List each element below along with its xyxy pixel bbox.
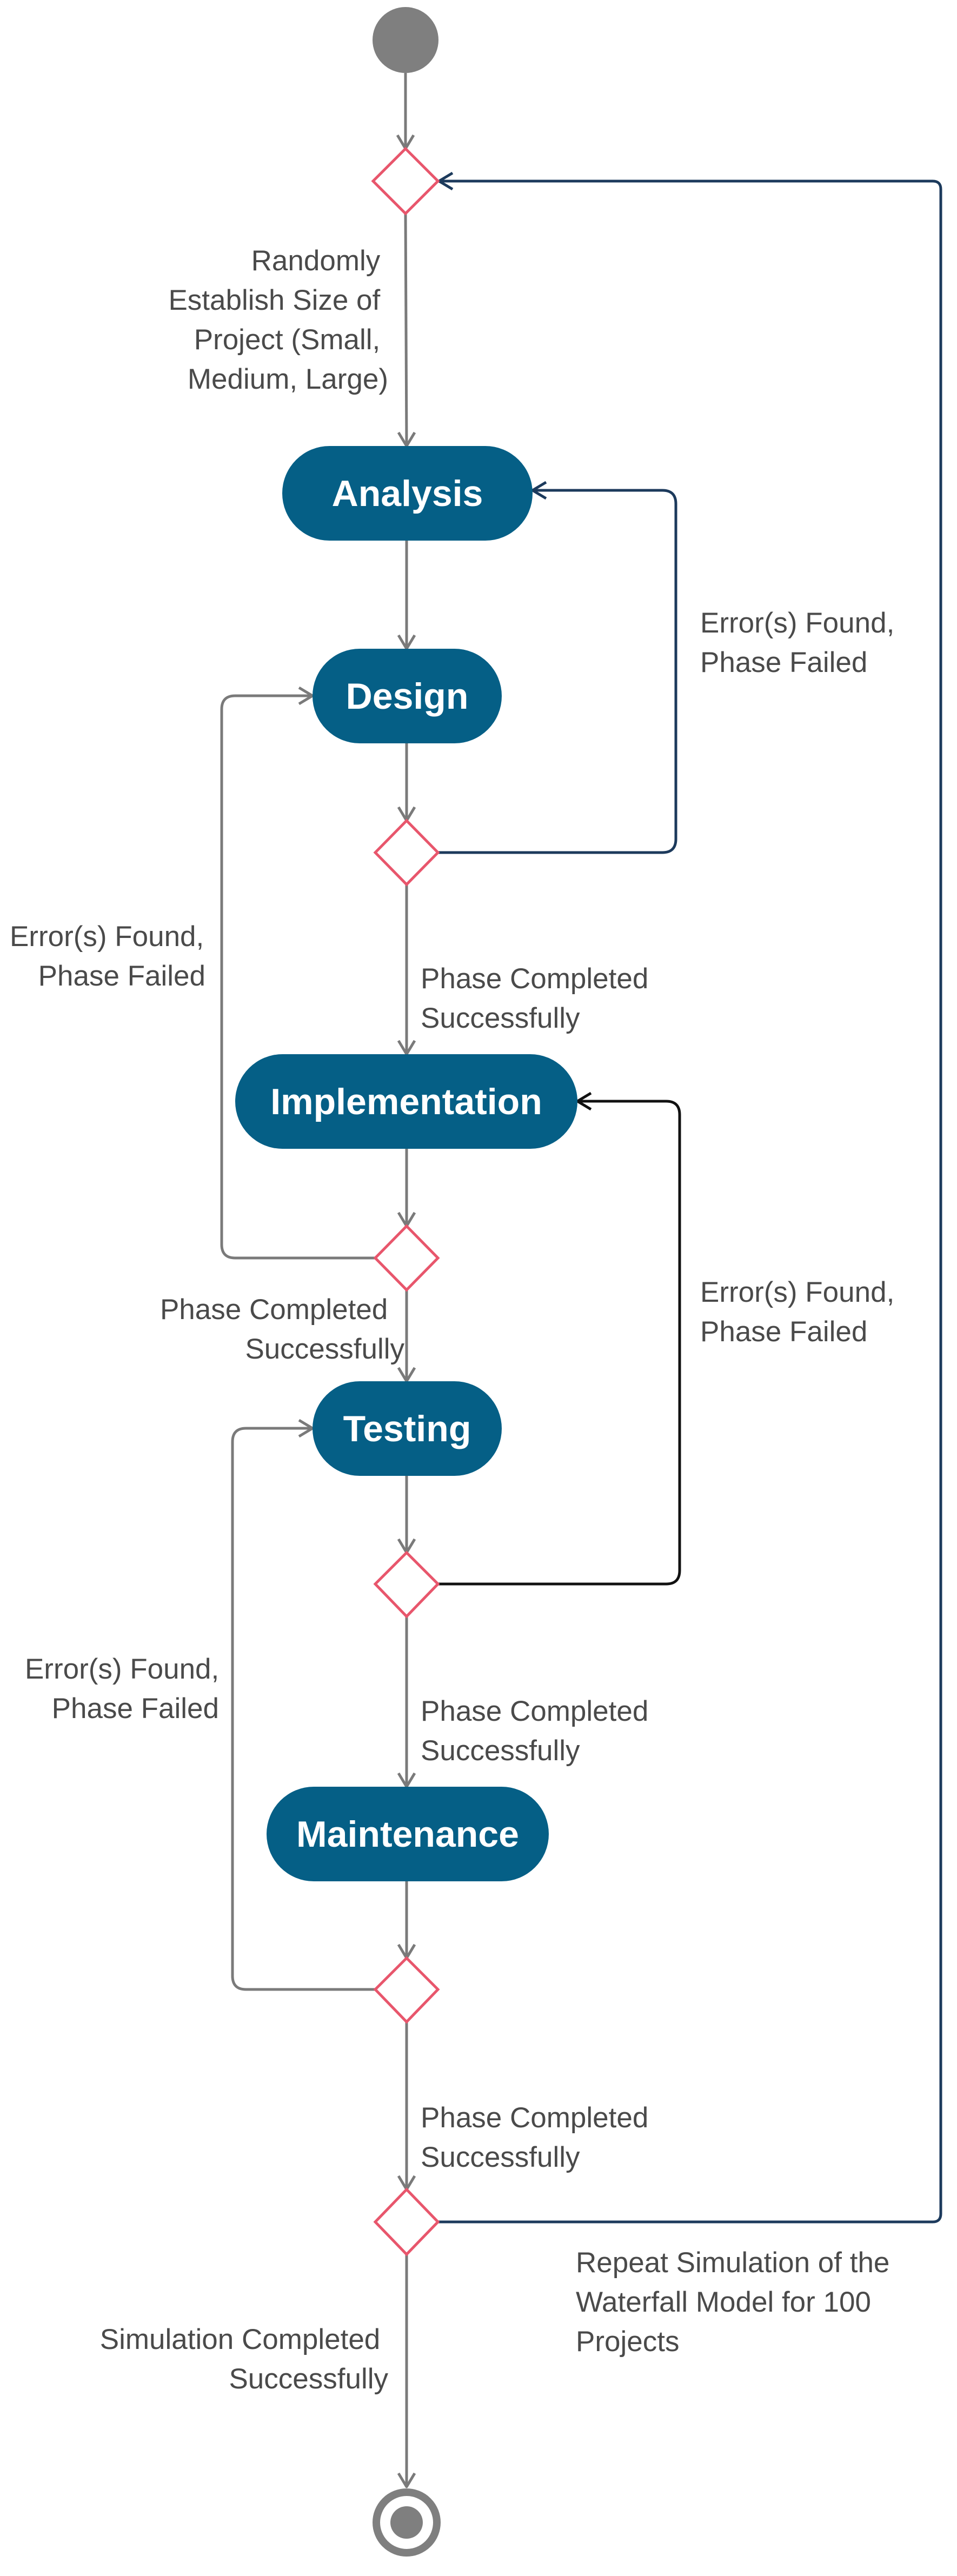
decision-node-5 (373, 1956, 440, 2024)
label-establish-size: Randomly Establish Size of Project (Smal… (168, 245, 388, 395)
decision-node-3 (373, 1224, 440, 1292)
action-design-label: Design (346, 676, 469, 717)
final-node (373, 2488, 441, 2557)
label-maintenance-failed: Error(s) Found, Phase Failed (25, 1653, 227, 1725)
arrowhead (397, 2472, 416, 2488)
label-analysis-failed: Error(s) Found, Phase Failed (700, 607, 902, 678)
label-design-completed: Phase Completed Successfully (421, 963, 656, 1034)
decision-nodes (371, 147, 440, 2257)
decision-node-1 (371, 147, 440, 216)
action-maintenance: Maintenance (267, 1787, 549, 1881)
decision-node-4 (373, 1550, 440, 1619)
label-repeat-simulation: Repeat Simulation of the Waterfall Model… (576, 2247, 898, 2358)
label-impl-failed: Error(s) Found, Phase Failed (10, 921, 212, 992)
flow-d1-to-analysis (404, 213, 408, 447)
flow-d3-error-to-design (220, 694, 375, 1260)
action-implementation-label: Implementation (270, 1081, 542, 1122)
decision-node-2 (373, 818, 440, 887)
flow-d4-error-to-implementation (438, 1100, 681, 1586)
action-testing-label: Testing (343, 1408, 471, 1449)
action-maintenance-label: Maintenance (296, 1814, 519, 1855)
decision-node-6 (373, 2187, 440, 2257)
action-analysis-label: Analysis (332, 473, 483, 514)
action-design: Design (313, 649, 502, 743)
initial-node (373, 7, 438, 73)
arrowhead (531, 481, 547, 500)
flow-d6-repeat-to-d1 (438, 179, 942, 2224)
label-testing-completed: Phase Completed Successfully (421, 1695, 656, 1767)
edges (220, 73, 942, 2488)
flow-d2-error-to-analysis (438, 489, 677, 854)
action-testing: Testing (313, 1381, 502, 1476)
action-implementation: Implementation (235, 1054, 577, 1149)
arrowhead (298, 686, 314, 705)
label-simulation-completed: Simulation Completed Successfully (100, 2324, 389, 2395)
label-testing-failed: Error(s) Found, Phase Failed (700, 1276, 902, 1348)
label-impl-completed: Phase Completed Successfully (160, 1294, 405, 1365)
label-maintenance-completed: Phase Completed Successfully (421, 2102, 656, 2173)
flow-d5-error-to-testing (231, 1427, 375, 1991)
action-analysis: Analysis (282, 446, 533, 541)
arrowhead (298, 1419, 314, 1438)
arrowhead (576, 1091, 592, 1111)
